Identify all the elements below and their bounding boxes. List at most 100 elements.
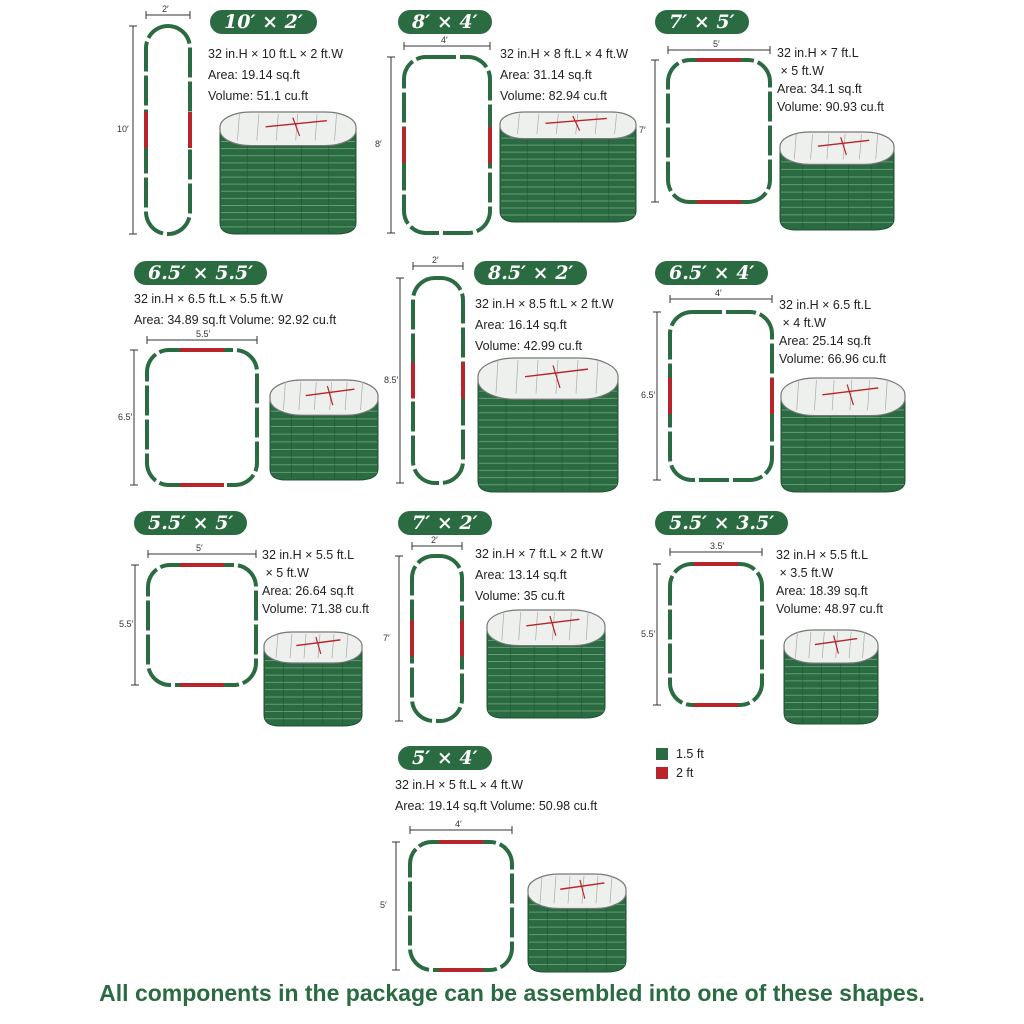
raised-bed-3d-icon [783, 629, 879, 725]
legend-swatch-red [656, 766, 668, 779]
spec-area: Area: 26.64 sq.ft [262, 584, 354, 598]
shape-specs: 32 in.H × 8.5 ft.L × 2 ft.W Area: 16.14 … [475, 294, 614, 357]
shape-outline [144, 24, 192, 236]
width-label: 5.5′ [194, 329, 213, 339]
spec-dimensions: 32 in.H × 6.5 ft.L [779, 298, 872, 312]
length-dimension-line [396, 277, 404, 484]
shape-specs: 32 in.H × 10 ft.L × 2 ft.W Area: 19.14 s… [208, 44, 343, 107]
legend-item-green: 1.5 ft [656, 744, 704, 763]
spec-area: Area: 34.1 sq.ft [777, 82, 862, 96]
bed-top-rim [527, 873, 627, 910]
width-label: 5′ [194, 543, 205, 553]
shape-specs: 32 in.H × 7 ft.L × 5 ft.W Area: 34.1 sq.… [777, 44, 884, 116]
shape-specs: 32 in.H × 6.5 ft.L × 5.5 ft.W Area: 34.8… [134, 289, 336, 331]
width-label: 5′ [711, 39, 722, 49]
shape-specs: 32 in.H × 5 ft.L × 4 ft.W Area: 19.14 sq… [395, 775, 597, 817]
spec-dimensions: 32 in.H × 6.5 ft.L × 5.5 ft.W [134, 292, 283, 306]
length-label: 10′ [117, 124, 129, 134]
bed-wall [783, 644, 879, 725]
width-dimension-line [669, 295, 773, 303]
width-dimension-line [147, 550, 257, 558]
width-dimension-line [411, 542, 463, 550]
spec-volume: Volume: 48.97 cu.ft [776, 602, 884, 616]
bed-top-rim [477, 357, 619, 400]
width-dimension-line [145, 11, 191, 19]
legend: 1.5 ft 2 ft [656, 744, 704, 782]
shape-title: 5.5′ × 5′ [134, 511, 248, 535]
outline-panel-green [402, 55, 492, 235]
shape-specs: 32 in.H × 6.5 ft.L × 4 ft.W Area: 25.14 … [779, 296, 886, 368]
spec-volume: Volume: 90.93 cu.ft [777, 100, 885, 114]
length-label: 5.5′ [641, 628, 656, 639]
outline-panel-green [408, 840, 514, 972]
raised-bed-3d-icon [486, 609, 606, 719]
length-label: 8.5′ [384, 374, 399, 385]
spec-dimensions: 32 in.H × 10 ft.L × 2 ft.W [208, 47, 344, 61]
width-dimension-line [409, 826, 513, 834]
spec-volume: Volume: 35 cu.ft [475, 589, 565, 603]
bed-top-rim [486, 609, 606, 647]
width-label: 2′ [160, 4, 171, 14]
bed-top-rim [269, 379, 379, 416]
bed-top-rim [783, 629, 879, 664]
outline-panel-green [411, 276, 465, 485]
length-label: 7′ [383, 632, 390, 643]
outline-panel-green [668, 310, 774, 482]
width-label: 2′ [429, 535, 440, 545]
spec-volume: Volume: 66.96 cu.ft [779, 352, 887, 366]
length-dimension-line [395, 555, 403, 722]
shape-outline [402, 55, 492, 235]
shape-outline [145, 348, 259, 487]
shape-title: 8′ × 4′ [398, 10, 492, 34]
length-label: 6.5′ [641, 390, 656, 400]
shape-title: 7′ × 2′ [398, 511, 492, 535]
shape-outline [408, 840, 514, 972]
length-dimension-line [653, 311, 661, 481]
outline-panel-green [145, 348, 259, 487]
length-label: 7′ [639, 125, 646, 135]
raised-bed-3d-icon [477, 357, 619, 493]
outline-panel-green [668, 562, 764, 707]
shape-title: 10′ × 2′ [210, 10, 317, 34]
width-dimension-line [667, 46, 771, 54]
legend-label: 2 ft [676, 765, 694, 780]
spec-area: Area: 19.14 sq.ft [208, 68, 300, 82]
shape-title: 7′ × 5′ [655, 10, 749, 34]
bed-wall [779, 146, 895, 231]
shape-specs: 32 in.H × 5.5 ft.L × 3.5 ft.W Area: 18.3… [776, 546, 883, 618]
bed-wall [219, 126, 357, 235]
raised-bed-3d-icon [219, 111, 357, 235]
outline-panel-green [410, 554, 464, 723]
spec-area: Area: 16.14 sq.ft [475, 318, 567, 332]
spec-area: Area: 13.14 sq.ft [475, 568, 567, 582]
spec-dimensions: 32 in.H × 5.5 ft.L [776, 548, 869, 562]
shape-outline [411, 276, 465, 485]
bed-wall [269, 395, 379, 481]
legend-swatch-green [656, 747, 668, 760]
width-dimension-line [146, 336, 258, 344]
length-dimension-line [387, 56, 395, 234]
spec-dimensions-cont: × 5 ft.W [777, 64, 824, 78]
spec-dimensions-cont: × 4 ft.W [779, 316, 826, 330]
shape-title: 8.5′ × 2′ [474, 261, 588, 285]
spec-area-volume: Area: 19.14 sq.ft Volume: 50.98 cu.ft [395, 799, 598, 813]
spec-area: Area: 18.39 sq.ft [776, 584, 868, 598]
spec-dimensions: 32 in.H × 5.5 ft.L [262, 548, 355, 562]
width-label: 3.5′ [708, 541, 727, 551]
raised-bed-3d-icon [499, 111, 637, 223]
legend-item-red: 2 ft [656, 763, 704, 782]
bed-wall [780, 394, 906, 493]
spec-dimensions: 32 in.H × 8.5 ft.L × 2 ft.W [475, 297, 614, 311]
bed-top-rim [263, 631, 363, 664]
bed-wall [263, 645, 363, 727]
shape-outline [668, 562, 764, 707]
footer-caption: All components in the package can be ass… [99, 980, 925, 1006]
shape-outline [666, 58, 772, 204]
length-dimension-line [131, 564, 139, 686]
spec-volume: Volume: 51.1 cu.ft [208, 89, 309, 103]
width-dimension-line [669, 548, 763, 556]
width-label: 2′ [430, 255, 441, 265]
spec-dimensions: 32 in.H × 7 ft.L [777, 46, 859, 60]
bed-top-rim [780, 377, 906, 417]
length-label: 5′ [380, 900, 387, 910]
